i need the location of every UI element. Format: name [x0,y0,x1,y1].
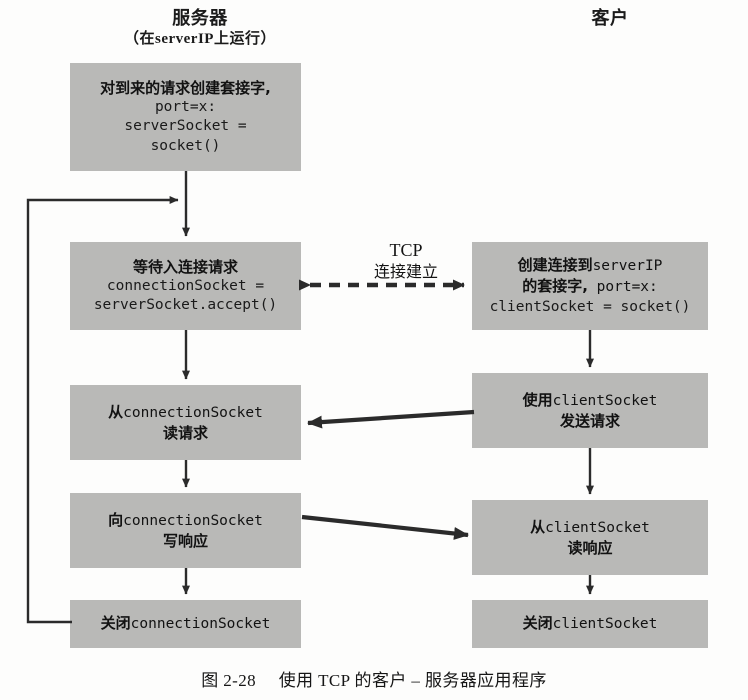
server-step-close-connection-socket[interactable]: 关闭connectionSocket [70,600,301,648]
step-line: 读请求 [162,424,208,443]
step-line-zh: 从 [108,402,124,421]
step-line: 读响应 [567,539,613,558]
server-column-title: 服务器 [172,8,228,28]
step-line-zh: 关闭 [100,614,131,633]
client-step-send-request[interactable]: 使用clientSocket 发送请求 [472,373,708,448]
step-line: 的套接字, port=x: [522,276,658,297]
tcp-label-line2: 连接建立 [373,261,438,281]
step-line: 从clientSocket [530,517,650,538]
arrow-request-client-to-server [307,409,475,429]
client-step-read-reply[interactable]: 从clientSocket 读响应 [472,500,708,575]
client-step-close-client-socket[interactable]: 关闭clientSocket [472,600,708,648]
client-step-create-socket-connect[interactable]: 创建连接到serverIP 的套接字, port=x: clientSocket… [472,242,708,330]
step-line: 使用clientSocket [523,390,658,411]
step-line: 关闭clientSocket [523,613,658,634]
step-line: connectionSocket = [106,277,265,294]
step-line-mono: serverIP [592,257,663,274]
arrow-reply-server-to-client [301,514,469,540]
step-line: 等待入连接请求 [132,257,238,276]
step-line: 创建连接到serverIP [518,255,663,276]
step-line: 从connectionSocket [108,402,263,423]
server-step-create-welcoming-socket[interactable]: 对到来的请求创建套接字, port=x: serverSocket = sock… [70,63,301,171]
step-line: port=x: [154,98,217,115]
step-line-zh: 使用 [522,390,553,409]
step-line: serverSocket = [124,118,247,135]
server-column-subtitle: （在serverIP上运行） [124,30,276,47]
step-line-mono: clientSocket [552,392,658,409]
step-line-zh: 向 [108,510,124,529]
step-line: 向connectionSocket [108,510,263,531]
server-step-write-reply[interactable]: 向connectionSocket 写响应 [70,493,301,568]
step-line: socket() [150,137,221,154]
step-line-mono: clientSocket [552,616,658,633]
server-step-read-request[interactable]: 从connectionSocket 读请求 [70,385,301,460]
step-line: 写响应 [162,532,208,551]
step-line: 关闭connectionSocket [101,613,271,634]
step-line-zh: 的套接字, [522,277,588,296]
client-column-header: 客户 [510,8,710,30]
tcp-connection-label: TCP 连接建立 [336,239,476,282]
step-line: 对到来的请求创建套接字, [100,78,271,97]
step-line-zh: 创建连接到 [517,255,593,274]
tcp-label-line1: TCP [389,240,423,260]
step-line: clientSocket = socket() [489,298,691,315]
figure-caption: 图 2-28 使用 TCP 的客户 – 服务器应用程序 [0,666,748,691]
step-line-mono: clientSocket [545,519,650,536]
step-line-mono: port=x: [587,279,658,296]
server-column-header: 服务器 （在serverIP上运行） [100,8,300,48]
step-line-mono: connectionSocket [123,512,263,529]
figure-caption-text: 使用 TCP 的客户 – 服务器应用程序 [278,671,547,690]
server-step-wait-for-connection[interactable]: 等待入连接请求 connectionSocket = serverSocket.… [70,242,301,330]
step-line: 发送请求 [559,412,620,431]
step-line-zh: 从 [530,517,546,536]
figure-caption-number: 图 2-28 [201,671,257,690]
step-line-mono: connectionSocket [130,616,271,633]
step-line-mono: connectionSocket [123,404,263,421]
step-line: serverSocket.accept() [93,297,278,314]
step-line-zh: 关闭 [522,614,553,633]
client-column-title: 客户 [591,8,629,28]
